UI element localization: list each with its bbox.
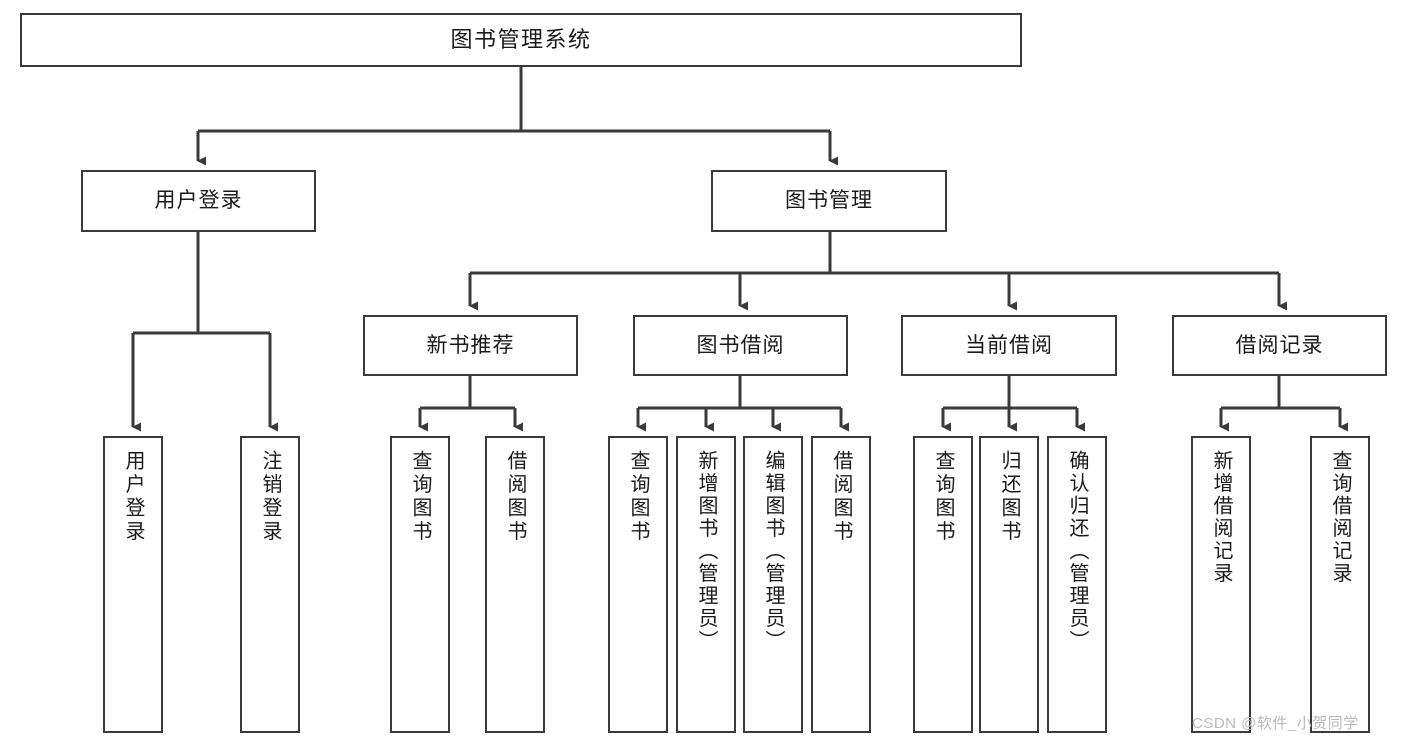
node-label: 查询图书 [409,450,431,544]
leaf-user-login[interactable]: 用户登录 [103,436,163,733]
leaf-borrow-book-recommend[interactable]: 借阅图书 [485,436,545,733]
node-label: 新书推荐 [426,333,515,357]
leaf-add-borrow-record[interactable]: 新增借阅记录 [1191,436,1251,733]
leaf-confirm-return-admin[interactable]: 确认归还（管理员） [1047,436,1107,733]
node-book-management[interactable]: 图书管理 [711,170,947,232]
node-label: 图书管理 [785,189,873,213]
leaf-logout-login[interactable]: 注销登录 [240,436,300,733]
node-label: 确认归还（管理员） [1066,450,1088,653]
node-label: 图书借阅 [696,333,785,357]
node-label: 新增图书（管理员） [695,450,717,653]
node-label: 查询图书 [627,450,649,544]
node-root-system[interactable]: 图书管理系统 [20,13,1022,67]
node-label: 查询图书 [932,450,954,544]
node-label: 查询借阅记录 [1329,450,1351,585]
leaf-borrow-book[interactable]: 借阅图书 [811,436,871,733]
watermark: CSDN @软件_小贺同学 [1192,715,1359,732]
leaf-query-borrow-record[interactable]: 查询借阅记录 [1310,436,1370,733]
node-current-borrow[interactable]: 当前借阅 [901,315,1117,376]
node-label: 借阅记录 [1235,333,1324,357]
node-label: 新增借阅记录 [1210,450,1232,585]
node-book-borrow[interactable]: 图书借阅 [633,315,848,376]
node-label: 编辑图书（管理员） [762,450,784,653]
node-label: 借阅图书 [504,450,526,544]
node-user-login[interactable]: 用户登录 [81,170,316,232]
node-label: 归还图书 [998,450,1020,544]
node-borrow-record[interactable]: 借阅记录 [1172,315,1387,376]
leaf-query-book-borrow[interactable]: 查询图书 [608,436,668,733]
leaf-add-book-admin[interactable]: 新增图书（管理员） [676,436,736,733]
node-label: 借阅图书 [830,450,852,544]
leaf-return-book[interactable]: 归还图书 [979,436,1039,733]
node-label: 用户登录 [154,189,243,213]
node-label: 用户登录 [122,450,144,544]
leaf-query-book-current[interactable]: 查询图书 [913,436,973,733]
node-label: 当前借阅 [965,333,1053,357]
node-new-book-recommend[interactable]: 新书推荐 [363,315,578,376]
node-label: 注销登录 [259,450,281,544]
leaf-query-book-recommend[interactable]: 查询图书 [390,436,450,733]
node-label: 图书管理系统 [450,26,592,52]
leaf-edit-book-admin[interactable]: 编辑图书（管理员） [743,436,803,733]
